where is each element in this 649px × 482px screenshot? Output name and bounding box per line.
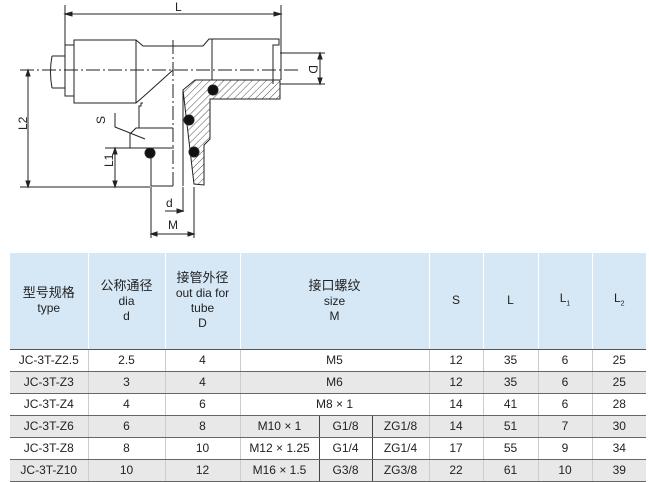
header-L: L [482,253,538,350]
cell-S: 17 [428,437,483,460]
cell-thread: ZG1/8 [371,415,429,438]
cell-S: 22 [428,459,483,482]
cell-tube-dia: 10 [164,437,240,460]
cell-L2: 30 [591,415,646,438]
cell-dia: 6 [87,415,165,438]
cell-type: JC-3T-Z6 [10,415,88,438]
cell-L: 55 [482,437,538,460]
cell-type: JC-3T-Z8 [10,437,88,460]
cell-type: JC-3T-Z2.5 [10,349,88,372]
cell-thread: G1/4 [318,437,372,460]
dim-M-label: M [168,218,178,232]
cell-L1: 9 [537,437,592,460]
cell-L1: 10 [537,459,592,482]
dim-L2-label: L2 [16,116,30,130]
cell-dia: 3 [87,371,165,394]
cell-L: 35 [482,349,538,372]
cell-L: 51 [482,415,538,438]
cell-L: 61 [482,459,538,482]
cell-L1: 6 [537,349,592,372]
cell-tube-dia: 4 [164,371,240,394]
cell-type: JC-3T-Z10 [10,459,88,482]
cell-thread: G1/8 [318,415,372,438]
dim-D-label: D [306,65,320,74]
cell-dia: 2.5 [87,349,165,372]
dim-d-label: d [166,196,173,210]
cell-L1: 7 [537,415,592,438]
cell-S: 12 [428,371,483,394]
cell-thread: M6 [239,371,429,394]
cell-S: 12 [428,349,483,372]
tee-fitting-drawing: L D L2 L1 S d M [16,0,325,238]
header-S: S [428,253,483,350]
cell-S: 14 [428,393,483,416]
cell-L2: 34 [591,437,646,460]
cell-thread: M5 [239,349,429,372]
cell-type: JC-3T-Z4 [10,393,88,416]
cell-L2: 28 [591,393,646,416]
cell-thread: M8 × 1 [239,393,429,416]
cell-L2: 25 [591,349,646,372]
cell-tube-dia: 4 [164,349,240,372]
cell-S: 14 [428,415,483,438]
cell-L1: 6 [537,393,592,416]
cell-L: 35 [482,371,538,394]
cell-tube-dia: 6 [164,393,240,416]
dim-L1-label: L1 [102,153,116,167]
dim-S-label: S [94,116,108,124]
cell-type: JC-3T-Z3 [10,371,88,394]
cell-L2: 25 [591,371,646,394]
cell-thread: M10 × 1 [239,415,319,438]
cell-thread: ZG1/4 [371,437,429,460]
cell-tube-dia: 8 [164,415,240,438]
cell-thread: M12 × 1.25 [239,437,319,460]
cell-L2: 39 [591,459,646,482]
cell-dia: 8 [87,437,165,460]
header-L2: L2 [591,253,646,350]
cell-thread: G3/8 [318,459,372,482]
cell-thread: M16 × 1.5 [239,459,319,482]
cell-dia: 4 [87,393,165,416]
header-L1: L1 [537,253,592,350]
cell-dia: 10 [87,459,165,482]
dim-L-label: L [175,0,182,14]
cell-thread: ZG3/8 [371,459,429,482]
cell-L: 41 [482,393,538,416]
cell-tube-dia: 12 [164,459,240,482]
cell-L1: 6 [537,371,592,394]
